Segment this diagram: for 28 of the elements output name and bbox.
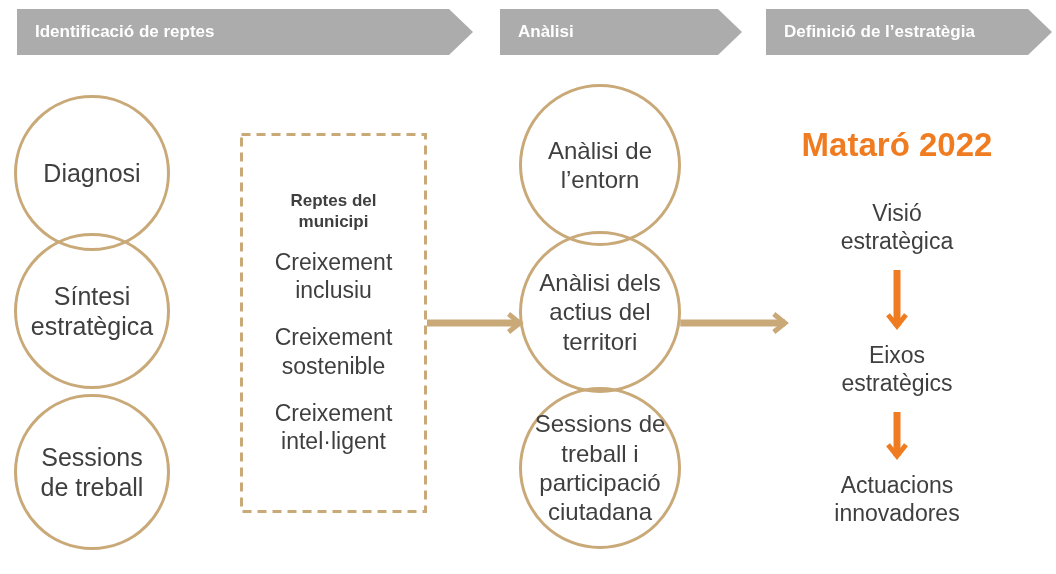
stage-label: Anàlisi [518, 21, 574, 43]
node-label: Síntesi estratègica [29, 280, 155, 342]
node-label: Actuacions innovadores [833, 470, 961, 528]
node-label: Sessions de treball i participació ciutadana [533, 409, 667, 527]
arrow [680, 311, 788, 335]
node-label: Diagnosi [42, 157, 142, 189]
node-label: Anàlisi dels actius del territori [538, 268, 662, 356]
circle [14, 394, 170, 550]
node-label: Sessions de treball [39, 441, 145, 503]
node-label: Creixement intel·ligent [273, 398, 394, 456]
node-label: Eixos estratègics [840, 340, 954, 398]
phase-header-band [766, 9, 1052, 55]
circle [519, 231, 681, 393]
circle [519, 387, 681, 549]
circle [14, 95, 170, 251]
title-label: Mataró 2022 [801, 126, 993, 164]
circle [14, 233, 170, 389]
node-label: Visió estratègica [839, 198, 955, 256]
dashed-box [240, 133, 427, 513]
stage-label: Identificació de reptes [35, 21, 215, 43]
stage-label: Definició de l’estratègia [784, 21, 975, 43]
node-label: Creixement inclusiu [273, 247, 394, 305]
node-label: Creixement sostenible [273, 323, 394, 381]
box-heading: Reptes del municipi [289, 190, 378, 233]
circle [519, 84, 681, 246]
node-label: Anàlisi de l’entorn [546, 135, 654, 195]
phase-header-band [17, 9, 473, 55]
phase-header-band [500, 9, 742, 55]
